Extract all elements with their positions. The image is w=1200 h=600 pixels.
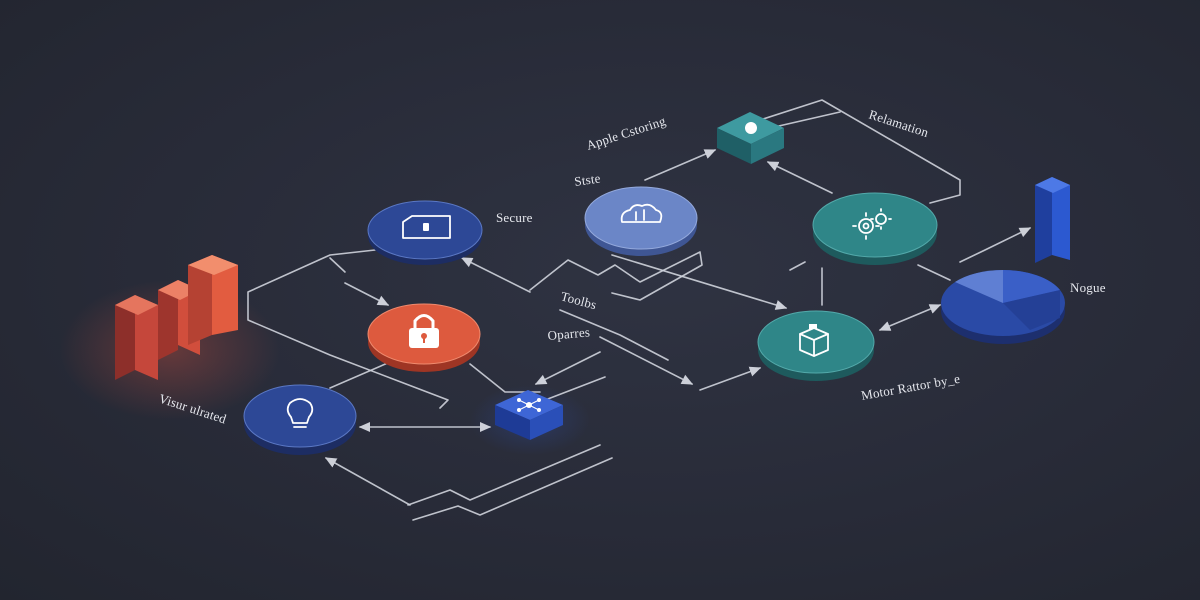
label-oparres: Oparres bbox=[547, 324, 591, 343]
red-bar-1-side bbox=[115, 295, 135, 380]
red-bar-1-top bbox=[115, 295, 158, 315]
arrow-to-top-box bbox=[766, 161, 833, 194]
red-bar-chart bbox=[115, 255, 238, 380]
connectors bbox=[247, 99, 1032, 521]
arrow-state-to-cube bbox=[611, 254, 788, 310]
label-state: Stste bbox=[573, 170, 601, 189]
arrow-to-cube bbox=[699, 366, 762, 391]
lightbulb-icon bbox=[286, 398, 314, 428]
dot-icon bbox=[745, 122, 757, 134]
label-nogue: Nogue bbox=[1070, 280, 1106, 295]
arrow-to-lock bbox=[344, 282, 390, 306]
gears-icon bbox=[852, 208, 892, 240]
label-secure: Secure bbox=[496, 210, 533, 225]
network-icon bbox=[517, 398, 541, 412]
secure-node[interactable] bbox=[367, 200, 483, 265]
wire-bottom-zigzag-2 bbox=[412, 457, 613, 521]
wire-top-box-2 bbox=[769, 111, 841, 129]
arrow-cube-chart bbox=[878, 304, 942, 331]
wire-gear-chart bbox=[917, 264, 951, 281]
cube-node[interactable] bbox=[757, 310, 875, 381]
wire-toolbs-mid bbox=[529, 251, 703, 301]
wire-tick bbox=[789, 261, 806, 271]
wire-oparres bbox=[559, 309, 669, 361]
wire-top-box-frame bbox=[759, 99, 961, 204]
label-toolbs: Toolbs bbox=[559, 288, 598, 312]
folder-lock-icon bbox=[402, 215, 451, 239]
wire-chart-to-bar bbox=[959, 227, 1032, 263]
wire-bottom-zigzag-1 bbox=[407, 444, 601, 506]
label-relation: Relamation bbox=[867, 107, 931, 140]
cloud-icon bbox=[620, 203, 663, 223]
arrow-box-to-state bbox=[644, 149, 717, 181]
arrow-to-motor-left bbox=[599, 336, 694, 385]
arrow-to-network bbox=[534, 351, 601, 385]
red-bar-2-side bbox=[158, 280, 178, 360]
arrow-to-bulb bbox=[324, 457, 411, 506]
arrow-to-secure bbox=[460, 257, 531, 293]
red-bar-3-side bbox=[188, 255, 212, 345]
pie-chart-icon bbox=[941, 269, 1065, 344]
wire-left-frame bbox=[247, 249, 449, 409]
label-apple: Apple Cstoring bbox=[584, 113, 667, 153]
top-teal-box[interactable] bbox=[717, 112, 784, 164]
lock-icon bbox=[409, 314, 439, 348]
red-bar-3-front bbox=[212, 255, 238, 335]
blue-bar bbox=[1035, 177, 1070, 263]
lock-node[interactable] bbox=[367, 303, 481, 372]
cube-icon bbox=[799, 324, 829, 357]
state-node[interactable] bbox=[584, 186, 698, 256]
red-bar-3-top bbox=[188, 255, 238, 275]
network-box[interactable] bbox=[495, 390, 563, 440]
red-bar-1-front bbox=[135, 295, 158, 380]
wire-lock-to-bulb bbox=[329, 361, 391, 389]
settings-node[interactable] bbox=[812, 192, 938, 265]
label-motor: Motor Rattor by_e bbox=[860, 371, 961, 403]
wire-secure-to-frame bbox=[329, 257, 346, 273]
bulb-node[interactable] bbox=[243, 384, 357, 455]
wire-network-top bbox=[539, 376, 606, 403]
